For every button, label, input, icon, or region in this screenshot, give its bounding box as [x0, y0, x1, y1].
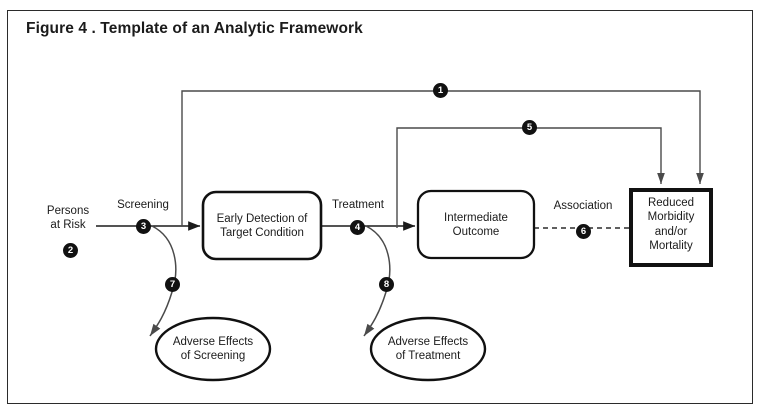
badge-1: 1	[433, 83, 448, 98]
node-persons-at-risk-line1: Persons	[46, 205, 90, 217]
badge-8: 8	[379, 277, 394, 292]
node-persons-at-risk: Persons at Risk	[26, 205, 110, 233]
badge-4: 4	[350, 220, 365, 235]
edge-label-treatment: Treatment	[332, 199, 384, 211]
edge-label-association: Association	[553, 200, 613, 212]
edge-label-screening: Screening	[117, 199, 169, 211]
badge-6: 6	[576, 224, 591, 239]
node-persons-at-risk-line2: at Risk	[50, 218, 86, 231]
badge-5: 5	[522, 120, 537, 135]
badge-3: 3	[136, 219, 151, 234]
badge-2: 2	[63, 243, 78, 258]
node-adverse-screening-ellipse	[154, 316, 272, 382]
node-reduced-morbidity-box	[629, 188, 713, 267]
badge-7: 7	[165, 277, 180, 292]
node-adverse-treatment-ellipse	[369, 316, 487, 382]
node-intermediate-outcome-box	[416, 189, 536, 260]
node-early-detection-box	[201, 190, 323, 261]
page-title: Figure 4 . Template of an Analytic Frame…	[26, 20, 363, 37]
